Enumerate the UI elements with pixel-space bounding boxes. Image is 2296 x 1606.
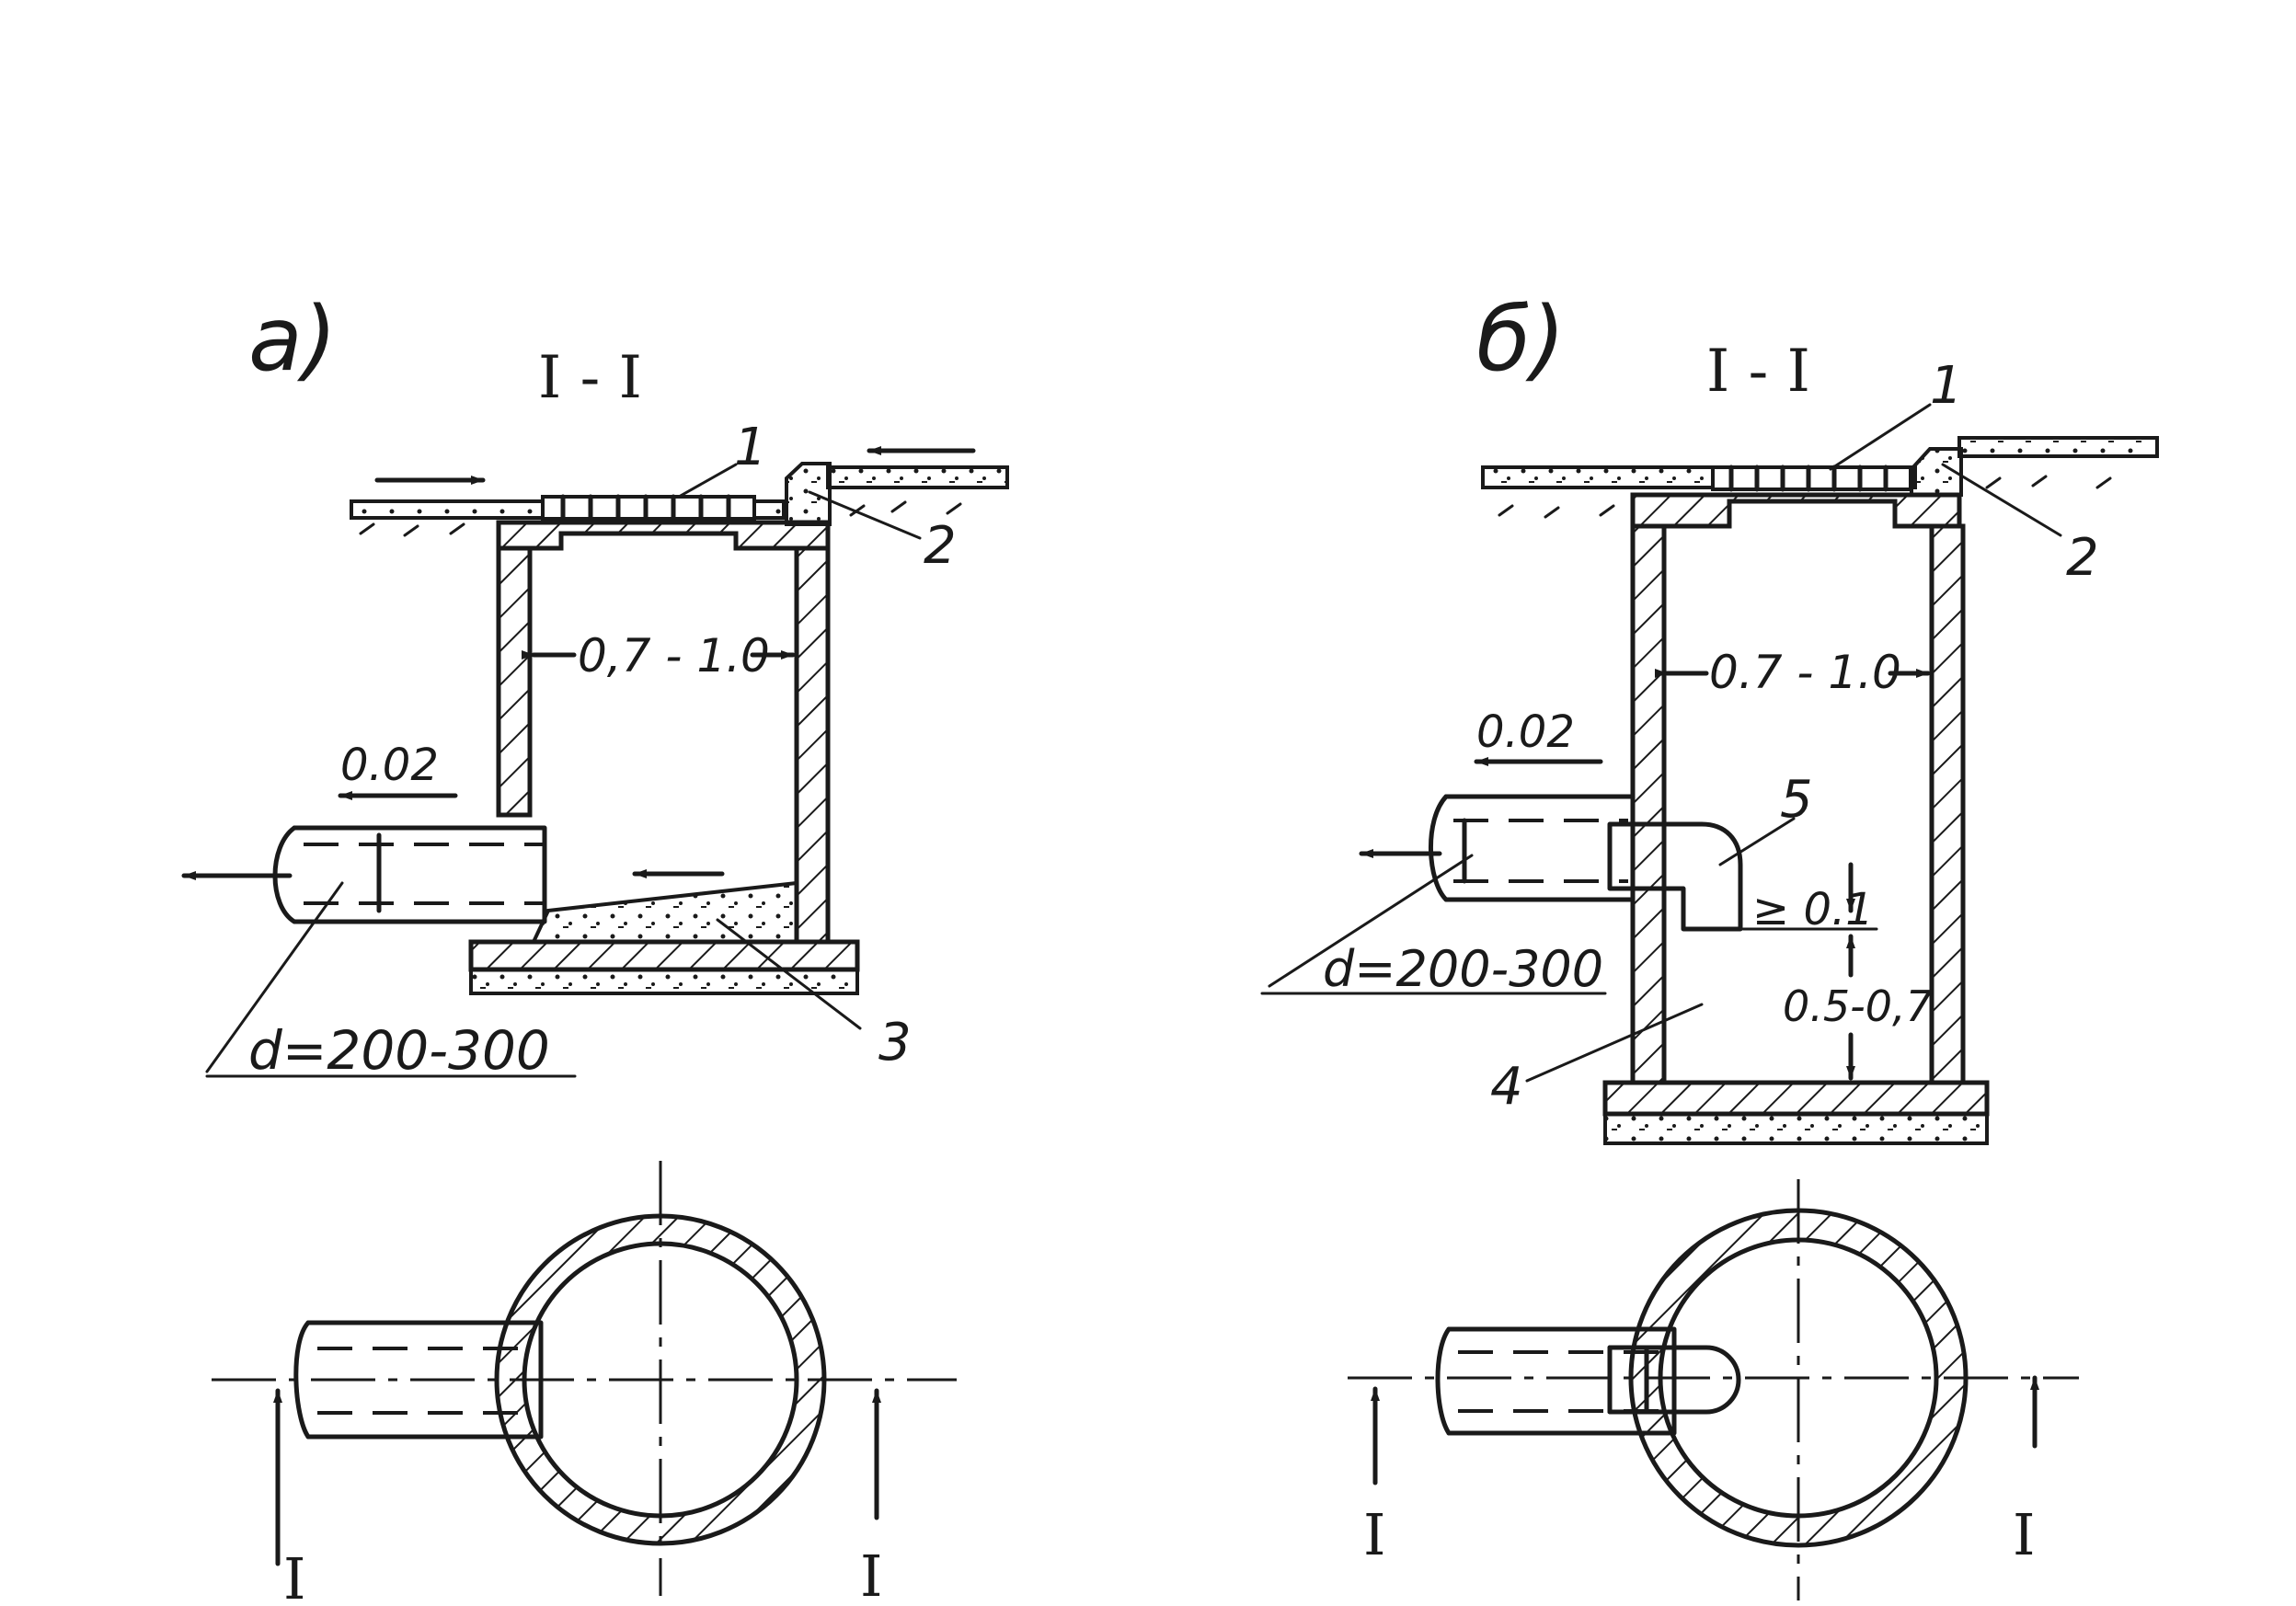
panel-a-slope-label: 0.02	[340, 740, 439, 791]
panel-b-callout-1: 1	[1930, 356, 1963, 416]
panel-b-letter: б)	[1476, 288, 1566, 391]
panel-b-left-wall	[1630, 523, 1667, 1085]
panel-b-bottom-slab	[1602, 1080, 1990, 1117]
panel-b-right-wall	[1929, 523, 1966, 1085]
panel-b-top-slab	[1630, 492, 1962, 529]
panel-a-sediment	[530, 880, 798, 944]
panel-a-pipe-diameter: d=200-300	[248, 1019, 550, 1082]
panel-a-letter: а)	[248, 288, 337, 391]
panel-b-pipe-diameter: d=200-300	[1323, 940, 1603, 998]
panel-a-callout-2: 2	[924, 516, 957, 576]
panel-b-outlet-pipe	[1429, 794, 1636, 902]
panel-a-outlet-pipe	[272, 825, 547, 924]
panel-a-diameter-leader	[205, 881, 344, 1073]
panel-a-plan: I I	[212, 1161, 957, 1606]
panel-b-section-title: I - I	[1706, 338, 1810, 406]
panel-b-gap-dim: ≥ 0.1	[1752, 884, 1874, 935]
panel-b-grate	[1711, 465, 1912, 492]
panel-a-base-layer	[469, 968, 859, 995]
panel-a-grate	[541, 494, 756, 522]
panel-b-base-layer	[1603, 1112, 1989, 1145]
panel-a-callout-1: 1	[734, 418, 767, 477]
panel-a-section-title: I - I	[538, 344, 642, 412]
panel-b-diameter-leader	[1268, 854, 1474, 988]
panel-a-section: а) I - I	[181, 288, 1009, 1082]
panel-b-depth-dim: 0.5-0,7	[1783, 981, 1933, 1031]
panel-a-right-wall	[794, 545, 831, 945]
panel-b-section-mark-right: I	[2013, 1501, 2036, 1568]
panel-a-section-mark-right: I	[860, 1543, 883, 1606]
panel-a-curb	[785, 462, 832, 526]
panel-b-callout-2: 2	[2066, 528, 2099, 588]
panel-a-callout-3: 3	[878, 1013, 912, 1073]
panel-a-section-mark-left: I	[283, 1545, 306, 1606]
panel-b-slope-label: 0.02	[1476, 706, 1575, 758]
panel-a-left-wall	[496, 545, 533, 818]
panel-b-section-mark-left: I	[1363, 1501, 1386, 1568]
panel-b-plan: I I	[1348, 1179, 2079, 1600]
panel-b-callout-5: 5	[1780, 770, 1813, 830]
panel-b-section: б) I - I	[1260, 288, 2159, 1145]
panel-b-width-dim: 0.7 - 1.0	[1709, 646, 1901, 699]
panel-b-callout-4: 4	[1490, 1057, 1523, 1117]
panel-a-bottom-slab	[468, 939, 860, 972]
panel-a-top-slab	[496, 520, 831, 551]
panel-b-elbow-trap	[1607, 821, 1743, 932]
panel-a-width-dim: 0,7 - 1.0	[578, 629, 770, 683]
panel-b-plan-trap	[1607, 1345, 1741, 1415]
